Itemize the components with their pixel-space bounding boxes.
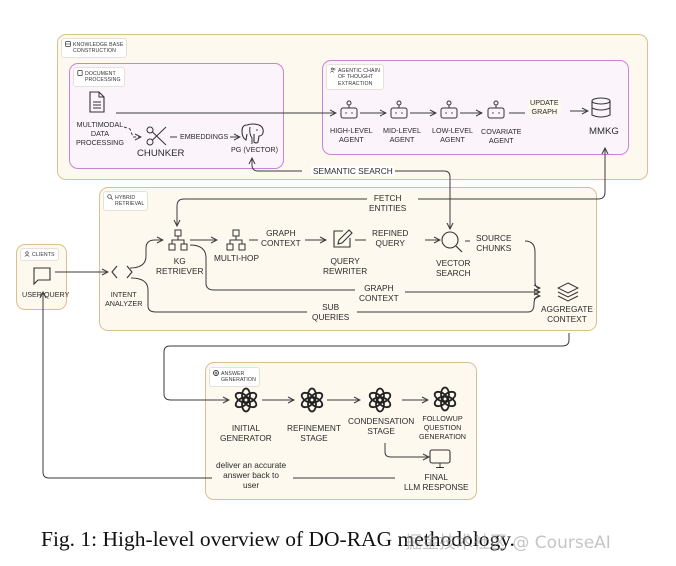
scissors-icon bbox=[146, 125, 168, 152]
openai-icon bbox=[233, 387, 259, 418]
openai-icon bbox=[432, 386, 458, 417]
openai-icon bbox=[299, 387, 325, 418]
robot-icon bbox=[339, 100, 359, 125]
multi-hop-label[interactable]: MULTI-HOP bbox=[214, 253, 260, 263]
edge-label-semantic-search: SEMANTIC SEARCH bbox=[311, 166, 395, 176]
magnifier-icon bbox=[440, 230, 464, 259]
mmkg-label[interactable]: MMKG bbox=[589, 126, 619, 137]
openai-icon bbox=[213, 370, 219, 376]
layers-icon bbox=[556, 282, 580, 307]
hierarchy-icon bbox=[167, 229, 189, 256]
chat-bubble-icon bbox=[32, 266, 52, 291]
document-icon bbox=[88, 91, 106, 118]
pencil-square-icon bbox=[331, 228, 353, 255]
users-icon bbox=[330, 67, 336, 73]
robot-icon bbox=[389, 100, 409, 125]
chunker-label[interactable]: CHUNKER bbox=[137, 148, 185, 159]
edge-label-embeddings: EMBEDDINGS bbox=[178, 132, 231, 141]
search-icon bbox=[107, 194, 113, 200]
user-query-label[interactable]: USER QUERY bbox=[22, 290, 70, 299]
figure-caption: Fig. 1: High-level overview of DO-RAG me… bbox=[41, 527, 515, 551]
file-icon bbox=[77, 70, 83, 76]
monitor-icon bbox=[429, 449, 451, 474]
code-brackets-icon bbox=[111, 264, 133, 285]
database-icon bbox=[65, 41, 71, 47]
robot-icon bbox=[486, 100, 506, 125]
clients-tag: CLIENTS bbox=[20, 248, 59, 262]
database-icon bbox=[590, 97, 612, 124]
watermark: 掘金技术社区 @ CourseAI bbox=[405, 533, 611, 553]
openai-icon bbox=[367, 387, 393, 418]
pg-vector-label[interactable]: PG (VECTOR) bbox=[231, 145, 278, 154]
user-icon bbox=[24, 251, 30, 257]
postgres-elephant-icon bbox=[240, 122, 266, 151]
robot-icon bbox=[439, 100, 459, 125]
hierarchy-icon bbox=[225, 229, 247, 256]
